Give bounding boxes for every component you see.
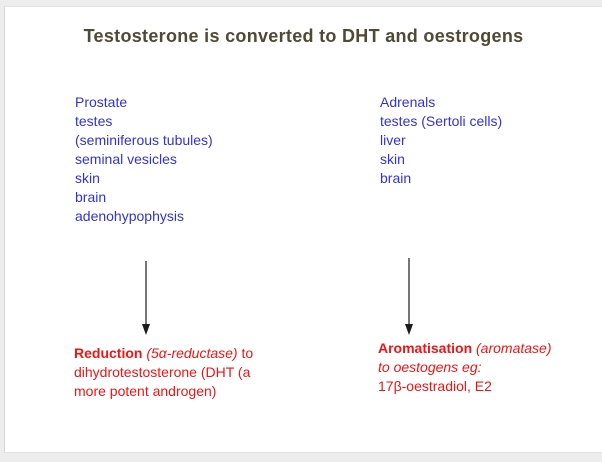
result-line-bold: Aromatisation [378,340,473,356]
list-item: seminal vesicles [75,151,177,167]
list-item: testes (Sertoli cells) [380,113,503,129]
aromatisation-result-text: Aromatisation (aromatase) to oestogens e… [378,339,602,396]
result-line: dihydrotestosterone (DHT (a [74,364,251,380]
result-line: to oestogens eg: [378,359,482,375]
result-line-italic: (5α-reductase) [142,345,238,361]
list-item: skin [75,170,100,186]
list-item: brain [380,170,412,186]
list-item: Prostate [75,94,128,110]
list-item: Adrenals [380,94,436,110]
list-item: testes [75,113,113,129]
result-line: 17β-oestradiol, E2 [378,378,492,394]
list-item: skin [380,151,405,167]
list-item: brain [75,189,107,205]
result-line-tail: to [237,345,254,361]
slide: Testosterone is converted to DHT and oes… [4,6,602,453]
down-arrow-icon [405,258,413,335]
result-line: Reduction (5α-reductase) to [74,344,314,363]
result-line: more potent androgen) [74,383,217,399]
dht-conversion-site-list: Prostate testes (seminiferous tubules) s… [75,93,213,226]
list-item: liver [380,132,406,148]
result-line-bold: Reduction [74,345,143,361]
result-line-italic: (aromatase) [472,340,552,356]
list-item: adenohypophysis [75,208,184,224]
list-item: (seminiferous tubules) [75,132,213,148]
slide-title: Testosterone is converted to DHT and oes… [83,26,524,46]
oestrogen-conversion-site-list: Adrenals testes (Sertoli cells) liver sk… [380,93,502,188]
result-line: Aromatisation (aromatase) [378,339,602,358]
down-arrow-icon [142,261,150,335]
reduction-result-text: Reduction (5α-reductase) to dihydrotesto… [74,344,314,401]
